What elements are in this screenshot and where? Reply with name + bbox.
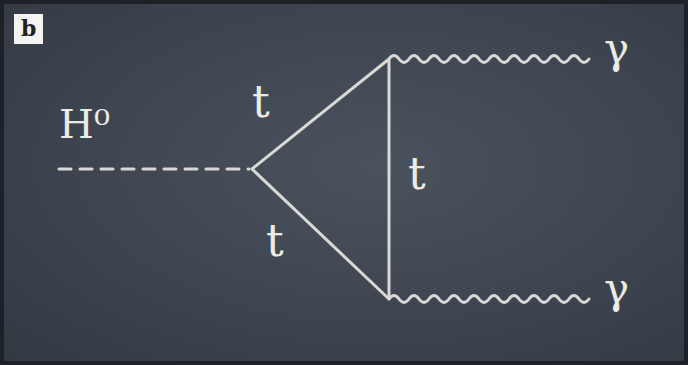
feynman-diagram (4, 4, 688, 365)
top-loop (252, 59, 389, 299)
photon-label: γ (604, 268, 629, 310)
higgs-propagator (59, 168, 249, 171)
photon-line (389, 296, 589, 303)
quark-label: t (252, 80, 270, 124)
quark-label: t (266, 219, 284, 263)
photon-line (389, 56, 589, 63)
panel-letter: b (21, 15, 36, 41)
quark-label: t (408, 152, 426, 196)
connector-layer (4, 4, 688, 365)
particle-label: H⁰ (59, 104, 110, 144)
panel-label: b (14, 14, 43, 44)
photon-label: γ (604, 28, 629, 70)
